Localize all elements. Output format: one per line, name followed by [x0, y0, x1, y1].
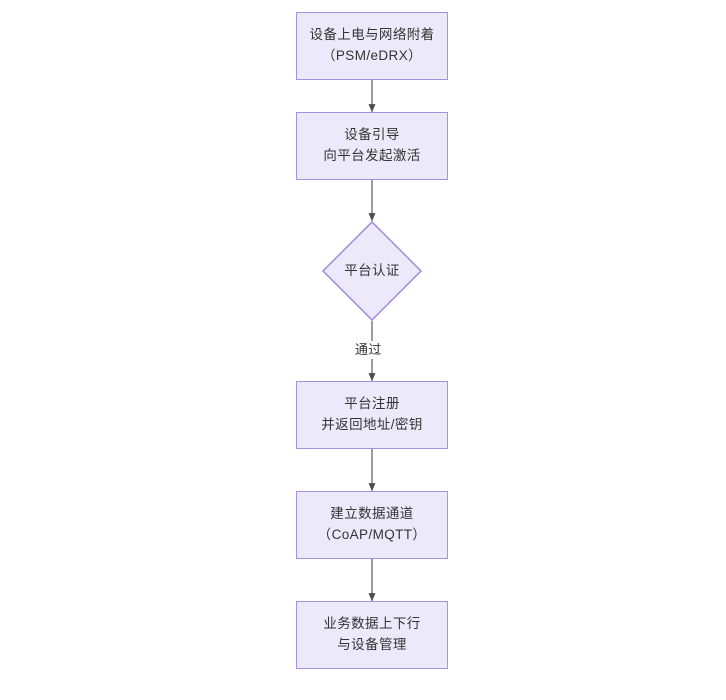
node-label-n1-line-2: （PSM/eDRX） — [321, 48, 423, 63]
node-label-n1-line-1: 设备上电与网络附着 — [309, 27, 435, 43]
node-label-n5-line-1: 建立数据通道 — [330, 506, 414, 522]
node-label-n4-line-1: 平台注册 — [344, 396, 400, 412]
node-label-n6-line-2: 与设备管理 — [337, 637, 407, 652]
edge-label-e3: 通过 — [353, 341, 384, 359]
node-n4[interactable]: 平台注册并返回地址/密钥 — [296, 381, 448, 449]
node-label-n5-line-2: （CoAP/MQTT） — [317, 527, 427, 542]
node-label-n3: 平台认证 — [344, 262, 400, 278]
node-n5[interactable]: 建立数据通道 （CoAP/MQTT） — [296, 491, 448, 559]
node-n1[interactable]: 设备上电与网络附着 （PSM/eDRX） — [296, 12, 448, 80]
node-label-n6-line-1: 业务数据上下行 — [323, 616, 421, 632]
node-n3[interactable]: 平台认证 — [322, 221, 422, 321]
node-label-n2-line-1: 设备引导 — [344, 127, 400, 143]
node-n6[interactable]: 业务数据上下行与设备管理 — [296, 601, 448, 669]
node-label-n2-line-2: 向平台发起激活 — [323, 148, 421, 163]
node-label-n4-line-2: 并返回地址/密钥 — [321, 417, 423, 432]
decision-diamond-shape — [322, 221, 422, 321]
node-n2[interactable]: 设备引导向平台发起激活 — [296, 112, 448, 180]
